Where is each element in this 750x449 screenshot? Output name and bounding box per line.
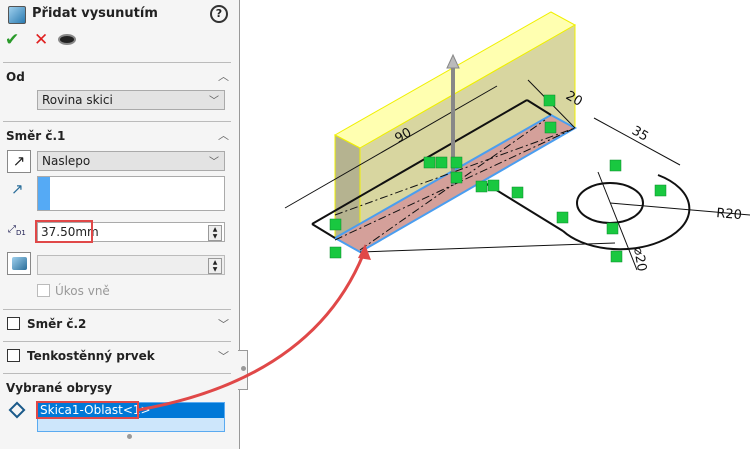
preview-eye-icon[interactable] [58, 34, 76, 45]
contour-list-item[interactable]: Skica1-Oblast<1> [38, 403, 224, 418]
od-select[interactable]: Rovina skici ﹀ [37, 90, 225, 110]
expand-thin-chevron-icon[interactable]: ﹀ [218, 350, 229, 363]
reverse-direction-icon[interactable]: ↗ [7, 150, 31, 173]
callout-arrow [137, 249, 367, 412]
smer2-label: Směr č.2 [27, 317, 87, 331]
sketch-arc [562, 174, 691, 251]
panel-title: Přidat vysunutím [32, 6, 158, 21]
end-condition-value: Naslepo [42, 154, 91, 168]
depth-icon: ⤢D1 [8, 224, 26, 237]
thin-feature-label: Tenkostěnný prvek [27, 349, 155, 363]
divider [3, 121, 231, 122]
extrude-arrow-head-icon [446, 53, 460, 69]
chevron-down-icon: ﹀ [209, 157, 219, 168]
contours-section-label: Vybrané obrysy [6, 381, 113, 395]
sketch-line [526, 99, 552, 116]
divider [3, 309, 231, 310]
ok-check-icon[interactable]: ✔ [5, 30, 20, 50]
property-manager: Přidat vysunutím ? ✔ ✕ Od ︿ Rovina skici… [0, 0, 240, 449]
help-icon[interactable]: ? [210, 5, 228, 23]
draft-spinner[interactable]: ▲▼ [208, 258, 222, 274]
extrude-feature-icon [8, 6, 26, 24]
cancel-x-icon[interactable]: ✕ [34, 30, 49, 50]
expand-smer2-chevron-icon[interactable]: ﹀ [218, 318, 229, 331]
dim-90-label: 90 [393, 125, 415, 146]
od-select-value: Rovina skici [42, 93, 113, 107]
callout-arrowhead-icon [358, 244, 371, 260]
od-section-label: Od [6, 70, 25, 84]
thin-feature-checkbox[interactable] [7, 349, 20, 362]
splitter-dot [241, 366, 246, 371]
sketch-line [311, 99, 528, 225]
dim-20-label: 20 [563, 88, 585, 109]
divider [3, 373, 231, 374]
divider [3, 341, 231, 342]
dim-35-label: 35 [629, 123, 651, 144]
dimension-line-r20 [609, 202, 750, 216]
direction-selection-box[interactable] [37, 176, 225, 211]
resize-handle[interactable] [127, 434, 132, 439]
dimension-line-35 [593, 117, 681, 166]
smer2-checkbox[interactable] [7, 317, 20, 330]
depth-value: 37.50mm [41, 225, 99, 239]
centerline [334, 127, 576, 216]
end-condition-select[interactable]: Naslepo ﹀ [37, 151, 225, 171]
collapse-od-chevron-icon[interactable]: ︿ [218, 70, 229, 83]
depth-input[interactable]: 37.50mm ▲▼ [37, 222, 225, 242]
relation-icons [329, 94, 667, 263]
divider [3, 62, 231, 63]
dim-dia20-label: ⌀20 [630, 246, 649, 273]
draft-outward-checkbox[interactable] [37, 284, 50, 297]
chevron-down-icon: ﹀ [209, 96, 219, 107]
dim-r20-label: R20 [716, 206, 743, 223]
draft-icon [12, 257, 27, 270]
sketch-line [311, 223, 336, 239]
dimension-line-dia20 [597, 171, 638, 271]
sketch-line [359, 242, 616, 253]
draft-outward-label: Úkos vně [55, 284, 110, 298]
depth-highlight-box [35, 220, 93, 243]
draft-angle-input[interactable]: ▲▼ [37, 255, 225, 275]
depth-spinner[interactable]: ▲▼ [208, 225, 222, 241]
dimension-line-90 [284, 85, 498, 209]
direction-arrow-icon: ↗ [11, 180, 24, 198]
draft-toggle-button[interactable] [7, 252, 31, 275]
smer1-section-label: Směr č.1 [6, 129, 66, 143]
collapse-smer1-chevron-icon[interactable]: ︿ [218, 129, 229, 142]
